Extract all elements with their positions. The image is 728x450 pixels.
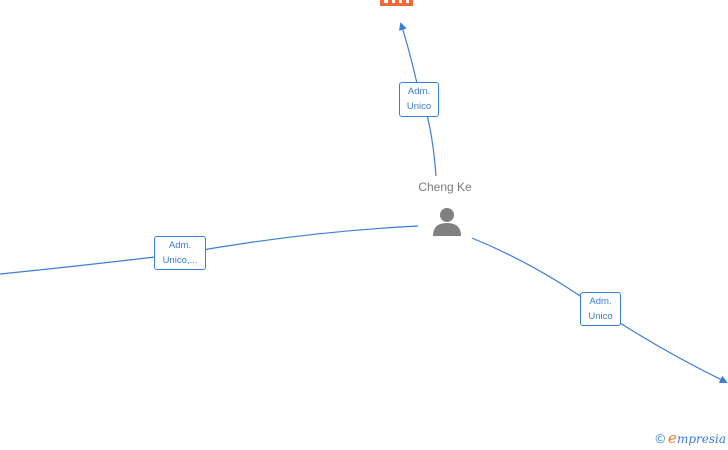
edge-label-left-line1: Adm.: [168, 240, 192, 251]
person-icon[interactable]: [431, 206, 463, 241]
edge-label-left[interactable]: Adm. Unico,...: [154, 236, 206, 270]
brand-initial: e: [668, 429, 677, 447]
edge-label-right[interactable]: Adm. Unico: [580, 292, 621, 326]
brand-logo: © empresia: [655, 429, 726, 447]
edge-label-right-line2: Unico: [588, 311, 613, 322]
edge-label-right-line1: Adm.: [589, 296, 612, 307]
edge-label-top[interactable]: Adm. Unico: [399, 82, 439, 117]
brand-name: mpresia: [676, 432, 726, 446]
building-icon[interactable]: [380, 0, 414, 14]
person-name[interactable]: Cheng Ke: [418, 180, 472, 194]
edge-label-top-line2: Unico: [406, 101, 432, 112]
copyright-icon: ©: [655, 430, 666, 446]
edge-left[interactable]: [0, 225, 419, 275]
edge-label-top-line1: Adm.: [407, 86, 431, 97]
edge-label-left-line2: Unico,...: [162, 255, 198, 266]
